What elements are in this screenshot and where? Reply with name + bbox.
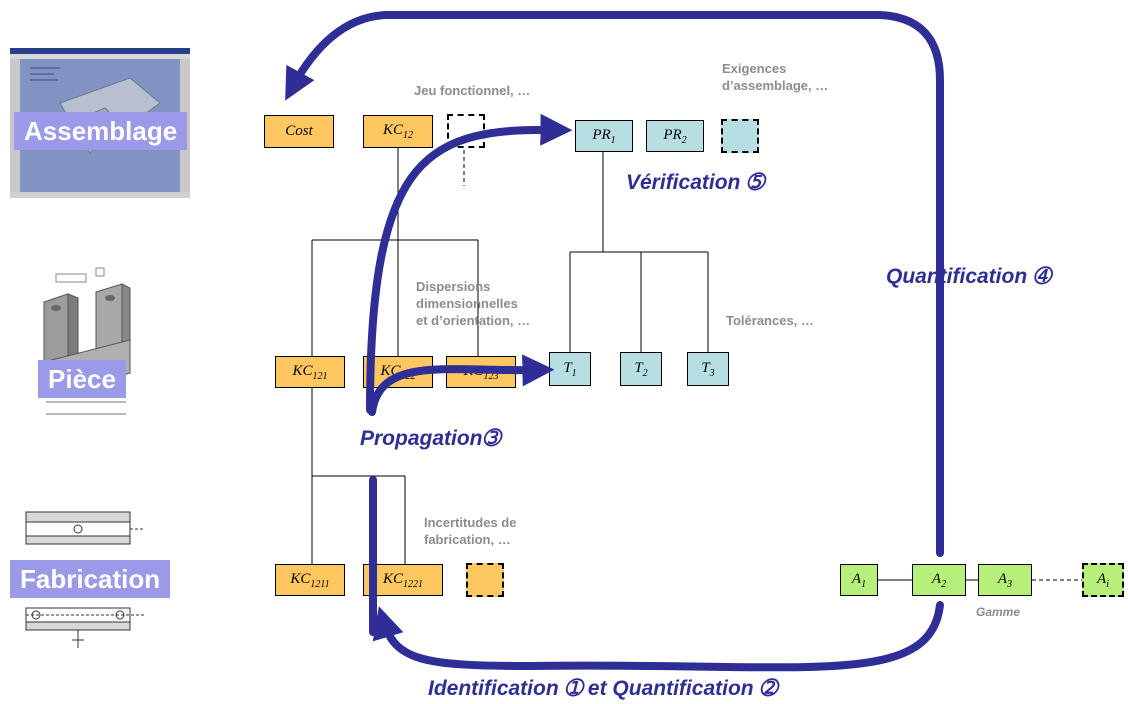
box-cost: Cost — [264, 115, 334, 148]
note-tolerances: Tolérances, … — [726, 313, 814, 328]
box-placeholder-fabrication — [466, 563, 504, 597]
box-kc1221-label: KC1221 — [382, 570, 423, 590]
box-pr1-label: PR1 — [592, 126, 616, 146]
level-label-assemblage: Assemblage — [14, 112, 188, 150]
level-label-piece: Pièce — [38, 360, 126, 398]
box-t3-label: T3 — [701, 359, 715, 379]
step-identification-quantification: Identification ➀ et Quantification ➁ — [428, 677, 778, 700]
step-verification: Vérification ➄ — [626, 171, 764, 194]
part-sketch — [26, 262, 146, 432]
box-a3: A3 — [978, 564, 1032, 596]
box-kc12-label: KC12 — [382, 122, 413, 141]
box-pr2: PR2 — [646, 120, 704, 152]
box-placeholder-pr — [721, 119, 759, 153]
box-a2: A2 — [912, 564, 966, 596]
note-gamme: Gamme — [976, 605, 1021, 619]
box-ai-label: Ai — [1097, 570, 1109, 590]
level-label-fabrication: Fabrication — [10, 560, 171, 598]
box-t1-label: T1 — [563, 359, 577, 379]
box-a1-label: A1 — [851, 570, 867, 590]
box-a1: A1 — [840, 564, 878, 596]
box-t3: T3 — [687, 352, 729, 386]
part-drawing-image — [26, 262, 146, 432]
box-t2-label: T2 — [634, 359, 648, 379]
box-kc1211-label: KC1211 — [290, 570, 330, 590]
step-quantification-4: Quantification ➃ — [886, 265, 1051, 288]
arrow-quantification-loop — [285, 11, 944, 557]
box-kc1211: KC1211 — [275, 564, 345, 596]
box-a3-label: A3 — [997, 570, 1013, 590]
box-pr1: PR1 — [575, 120, 633, 152]
box-t1: T1 — [549, 352, 591, 386]
box-pr2-label: PR2 — [663, 126, 687, 146]
arrow-propagation-to-pr — [366, 113, 573, 414]
box-kc121: KC121 — [275, 356, 345, 388]
box-t2: T2 — [620, 352, 662, 386]
note-jeu-fonctionnel: Jeu fonctionnel, … — [414, 83, 531, 98]
arrow-propagation-to-t1 — [368, 354, 555, 416]
box-kc12: KC12 — [363, 115, 433, 148]
step-propagation: Propagation➂ — [360, 427, 501, 450]
box-cost-label: Cost — [285, 123, 313, 139]
box-ai: Ai — [1082, 563, 1124, 597]
box-a2-label: A2 — [931, 570, 947, 590]
arrow-identification — [372, 601, 944, 672]
box-kc121-label: KC121 — [292, 362, 328, 382]
